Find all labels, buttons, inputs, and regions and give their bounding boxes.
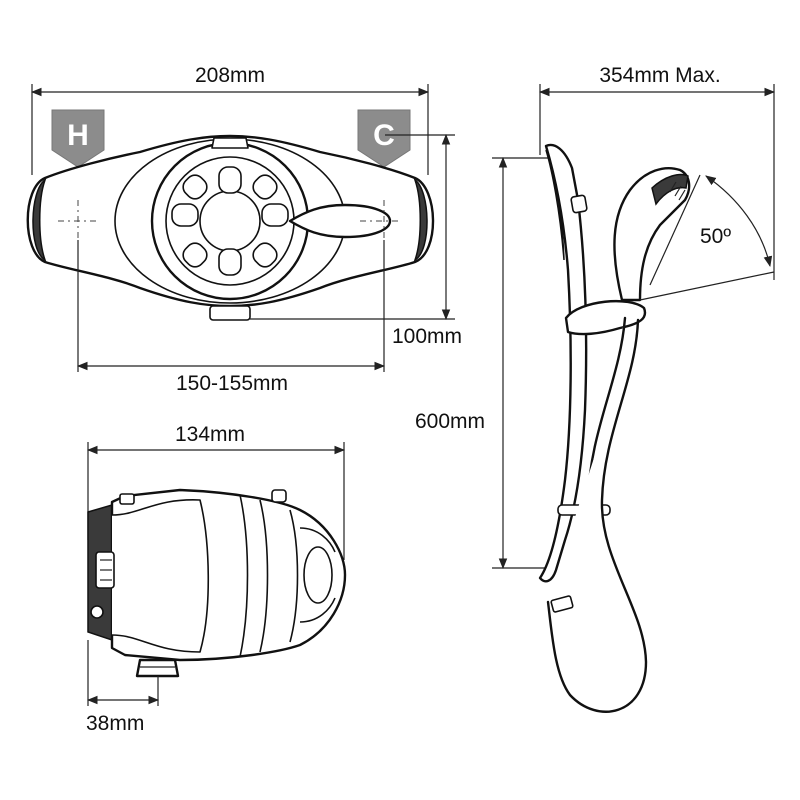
hot-badge: H — [51, 109, 105, 168]
side-width-label: 134mm — [175, 423, 245, 446]
front-view: 208mm H C — [26, 64, 462, 395]
cold-label: C — [373, 119, 395, 152]
cold-badge: C — [357, 109, 411, 168]
front-outlet — [209, 305, 251, 321]
max-width-label: 354mm Max. — [599, 64, 720, 87]
angle-label: 50º — [700, 225, 731, 248]
side-view: 134mm 38mm — [86, 423, 347, 735]
shower-handset — [613, 167, 691, 302]
length-label: 600mm — [415, 410, 485, 433]
riser-view: 354mm Max. 600mm 50º — [415, 64, 776, 713]
hot-badge-shape — [51, 109, 105, 168]
cold-badge-shape — [357, 109, 411, 168]
depth-label: 100mm — [392, 325, 462, 348]
power-knob — [288, 203, 392, 239]
width-label: 208mm — [195, 64, 265, 87]
hot-label: H — [67, 119, 89, 152]
riser-rail — [538, 143, 588, 583]
centers-label: 150-155mm — [176, 372, 288, 395]
side-outlet — [135, 658, 180, 678]
inlet-label: 38mm — [86, 712, 144, 735]
angle-arc — [705, 175, 773, 268]
